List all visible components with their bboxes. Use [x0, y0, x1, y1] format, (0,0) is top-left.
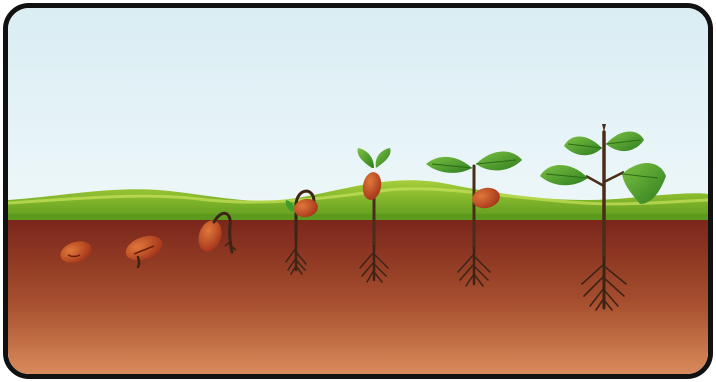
radicle-tip: [138, 257, 139, 267]
diagram-frame: [3, 3, 713, 379]
germination-scene: [8, 8, 708, 374]
